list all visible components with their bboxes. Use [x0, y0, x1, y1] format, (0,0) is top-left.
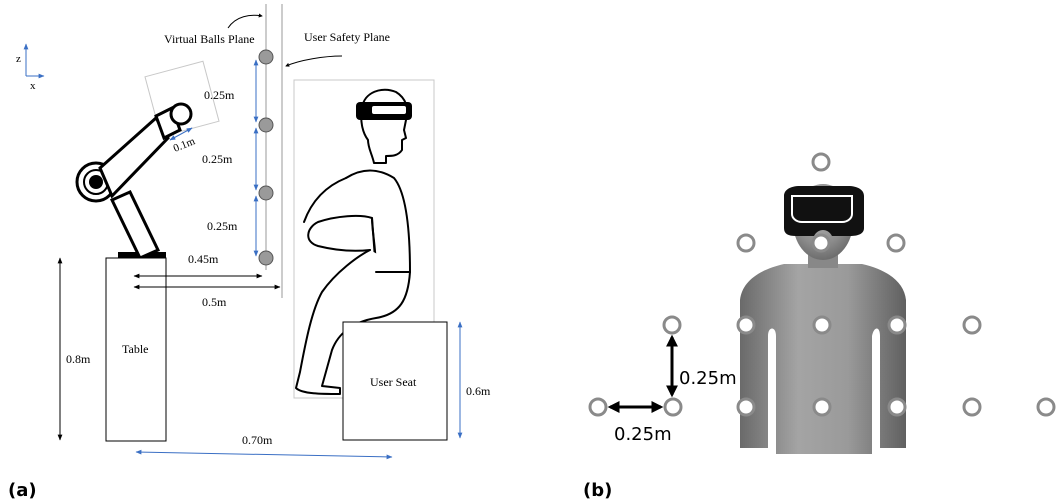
virtual-ball [258, 117, 274, 133]
panel-b: 0.25m 0.25m (b) [583, 152, 1056, 501]
virtual-ball-outline [736, 233, 756, 253]
front-ball-grid [588, 152, 1056, 417]
virtual-balls-plane-pointer [227, 13, 263, 29]
axis-indicator: z x [16, 43, 45, 92]
seat-label: User Seat [370, 375, 417, 389]
axis-z-label: z [16, 53, 21, 65]
vr-headset-front-icon [784, 186, 864, 236]
virtual-balls-plane-label: Virtual Balls Plane [164, 32, 255, 46]
dim-seat-height-label: 0.6m [466, 384, 491, 398]
virtual-ball-outline [812, 315, 832, 335]
user-head [360, 88, 409, 164]
virtual-ball-outline [962, 315, 982, 335]
dim-horizontal-spacing-label: 0.25m [614, 424, 672, 445]
dim-table-to-balls-label: 0.45m [188, 252, 219, 266]
caption-b: (b) [583, 480, 612, 501]
table-label: Table [122, 342, 148, 356]
axis-x-label: x [30, 80, 36, 92]
virtual-ball-outline [887, 315, 907, 335]
virtual-ball-outline [811, 233, 831, 253]
virtual-ball-outline [812, 397, 832, 417]
virtual-ball-outline [962, 397, 982, 417]
caption-a: (a) [8, 480, 37, 501]
user-seat [342, 321, 448, 441]
virtual-ball-outline [663, 397, 683, 417]
virtual-ball [258, 49, 274, 65]
dim-vertical-spacing-label: 0.25m [679, 368, 737, 389]
panel-a: z x 0.1m Table 0.8m [8, 4, 491, 501]
front-user-figure [740, 184, 906, 454]
dim-gripper-offset-label: 0.1m [172, 135, 198, 155]
virtual-ball-outline [886, 233, 906, 253]
dim-table-height-label: 0.8m [66, 352, 91, 366]
virtual-ball-outline [736, 397, 756, 417]
virtual-ball-outline [887, 397, 907, 417]
virtual-ball-outline [736, 315, 756, 335]
dim-table-to-safety-label: 0.5m [202, 295, 227, 309]
virtual-ball-outline [588, 397, 608, 417]
user-safety-plane-pointer [285, 55, 343, 67]
dim-ball-spacing-1-label: 0.25m [204, 88, 235, 102]
dim-table-to-seat-label: 0.70m [242, 433, 273, 447]
dim-ball-spacing-2-label: 0.25m [202, 152, 233, 166]
user-safety-plane-label: User Safety Plane [304, 30, 390, 44]
robot-arm [75, 102, 193, 260]
virtual-ball [258, 185, 274, 201]
virtual-ball-outline [662, 315, 682, 335]
virtual-ball-outline [811, 152, 831, 172]
virtual-ball [258, 250, 274, 266]
virtual-balls [258, 49, 274, 266]
dim-ball-spacing-3-label: 0.25m [207, 219, 238, 233]
virtual-ball-outline [1036, 397, 1056, 417]
